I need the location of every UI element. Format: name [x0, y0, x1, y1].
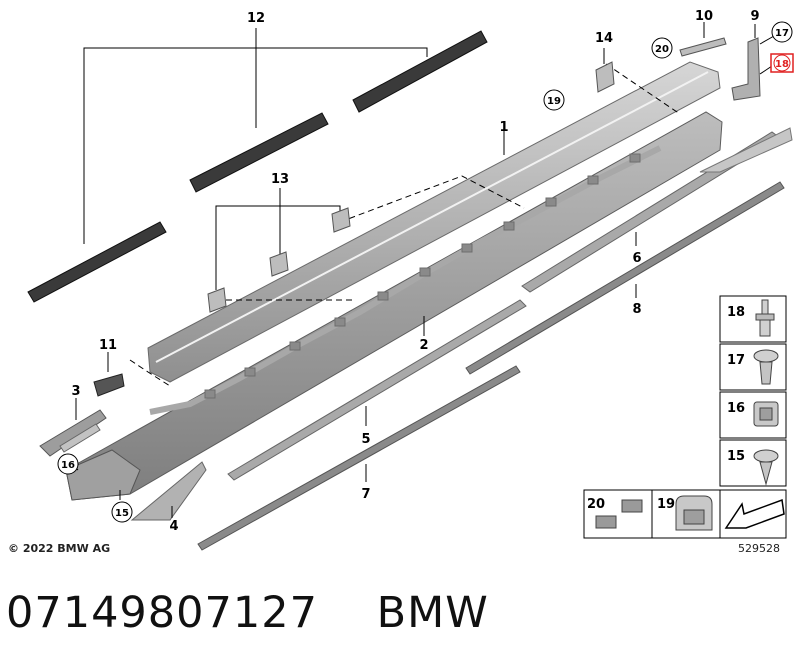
callout-1: 1 — [499, 120, 508, 135]
callout-15: 15 — [115, 508, 129, 519]
callout-9: 9 — [750, 9, 759, 24]
callout-10: 10 — [695, 9, 713, 24]
callout-3: 3 — [71, 384, 80, 399]
fastener-15-icon — [753, 449, 779, 486]
fastener-16-icon — [753, 401, 779, 427]
callout-8: 8 — [632, 302, 641, 317]
part-4-panel — [130, 461, 207, 521]
callout-11: 11 — [99, 338, 117, 353]
part-9-end-cap — [731, 24, 775, 101]
part-3-bracket — [39, 398, 107, 457]
part-number: 07149807127 — [6, 588, 318, 638]
legend-16: 16 — [727, 401, 745, 416]
copyright-text: © 2022 BMW AG — [8, 542, 111, 555]
callout-13: 13 — [271, 172, 289, 187]
callout-14: 14 — [595, 31, 613, 46]
fastener-17-icon — [753, 349, 779, 385]
part-12-seal-strips — [27, 28, 488, 303]
part-6-trim-strip — [521, 127, 793, 293]
callout-12: 12 — [247, 11, 265, 26]
callout-5: 5 — [361, 432, 370, 447]
part-11-cap — [93, 352, 125, 397]
callout-17: 17 — [775, 28, 789, 39]
parts-diagram: 1 2 3 4 5 6 7 8 9 10 11 12 13 14 15 16 1… — [27, 9, 794, 551]
part-1-sill-trim-upper — [147, 61, 721, 383]
fastener-18-icon — [755, 299, 775, 337]
callout-2: 2 — [419, 338, 428, 353]
legend-18: 18 — [727, 305, 745, 320]
part-13-clips — [207, 188, 351, 313]
arrow-icon — [724, 498, 785, 529]
part-10-strip — [679, 22, 727, 57]
callout-19: 19 — [547, 96, 561, 107]
legend-17: 17 — [727, 353, 745, 368]
diagram-id: 529528 — [738, 542, 780, 555]
callout-4: 4 — [169, 519, 178, 534]
part-2-side-sill-cover — [65, 111, 723, 501]
callout-16: 16 — [61, 460, 75, 471]
fastener-20-icon — [595, 499, 643, 529]
part-7-trim-long — [197, 365, 521, 551]
legend-20: 20 — [587, 497, 605, 512]
brand-name: BMW — [376, 588, 489, 638]
callout-20: 20 — [655, 44, 669, 55]
fastener-legend: 18 17 16 15 20 19 — [583, 295, 787, 539]
callout-18-highlight: 18 — [775, 59, 789, 70]
circled-callouts: 15 16 17 18 19 20 — [57, 21, 794, 523]
footer: 07149807127 BMW — [6, 588, 489, 638]
callout-7: 7 — [361, 487, 370, 502]
part-5-trim-strip — [227, 299, 527, 481]
callout-6: 6 — [632, 251, 641, 266]
part-8-trim-long — [465, 181, 785, 375]
part-14-clip — [595, 48, 615, 93]
dashed-leaders — [129, 63, 681, 387]
callout-labels: 1 2 3 4 5 6 7 8 9 10 11 12 13 14 — [71, 9, 759, 534]
fastener-19-icon — [675, 495, 713, 531]
legend-19: 19 — [657, 497, 675, 512]
legend-15: 15 — [727, 449, 745, 464]
